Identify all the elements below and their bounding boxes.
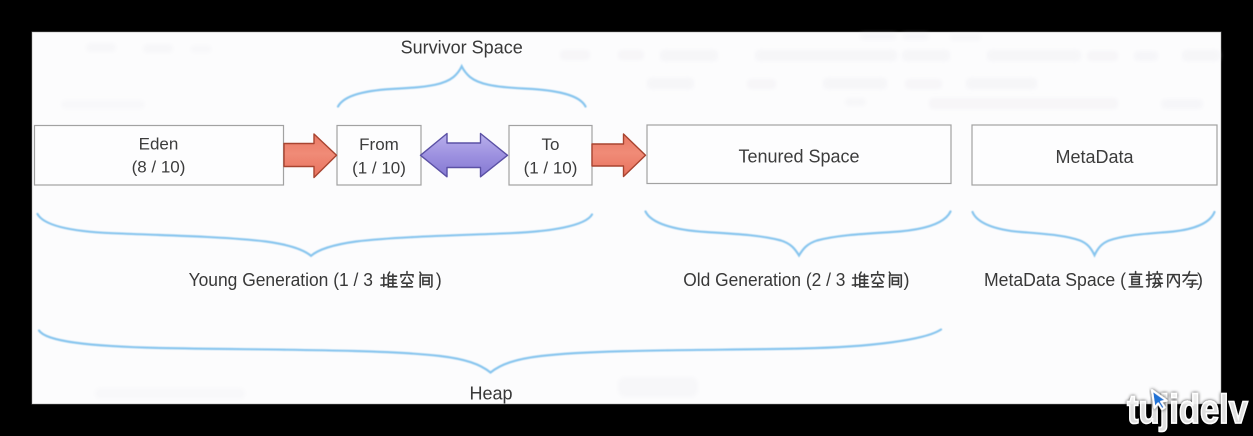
svg-text:Young Generation (1 / 3: Young Generation (1 / 3 (189, 270, 373, 290)
svg-text:): ) (904, 270, 910, 290)
svg-text:(8 / 10): (8 / 10) (132, 158, 186, 177)
svg-text:Eden: Eden (139, 135, 179, 154)
svg-text:): ) (436, 270, 442, 290)
svg-text:tujidelv: tujidelv (1127, 386, 1248, 432)
svg-text:Heap: Heap (469, 384, 512, 404)
svg-text:To: To (542, 135, 560, 154)
svg-text:(1 / 10): (1 / 10) (524, 158, 578, 177)
svg-text:From: From (359, 135, 399, 154)
svg-text:Old Generation (2 / 3: Old Generation (2 / 3 (683, 270, 845, 290)
svg-text:Survivor Space: Survivor Space (401, 38, 523, 58)
svg-text:MetaData Space (: MetaData Space ( (984, 270, 1126, 290)
svg-text:MetaData: MetaData (1055, 147, 1134, 167)
svg-text:Tenured Space: Tenured Space (738, 147, 859, 167)
svg-text:(1 / 10): (1 / 10) (352, 158, 406, 177)
svg-text:): ) (1197, 270, 1203, 290)
